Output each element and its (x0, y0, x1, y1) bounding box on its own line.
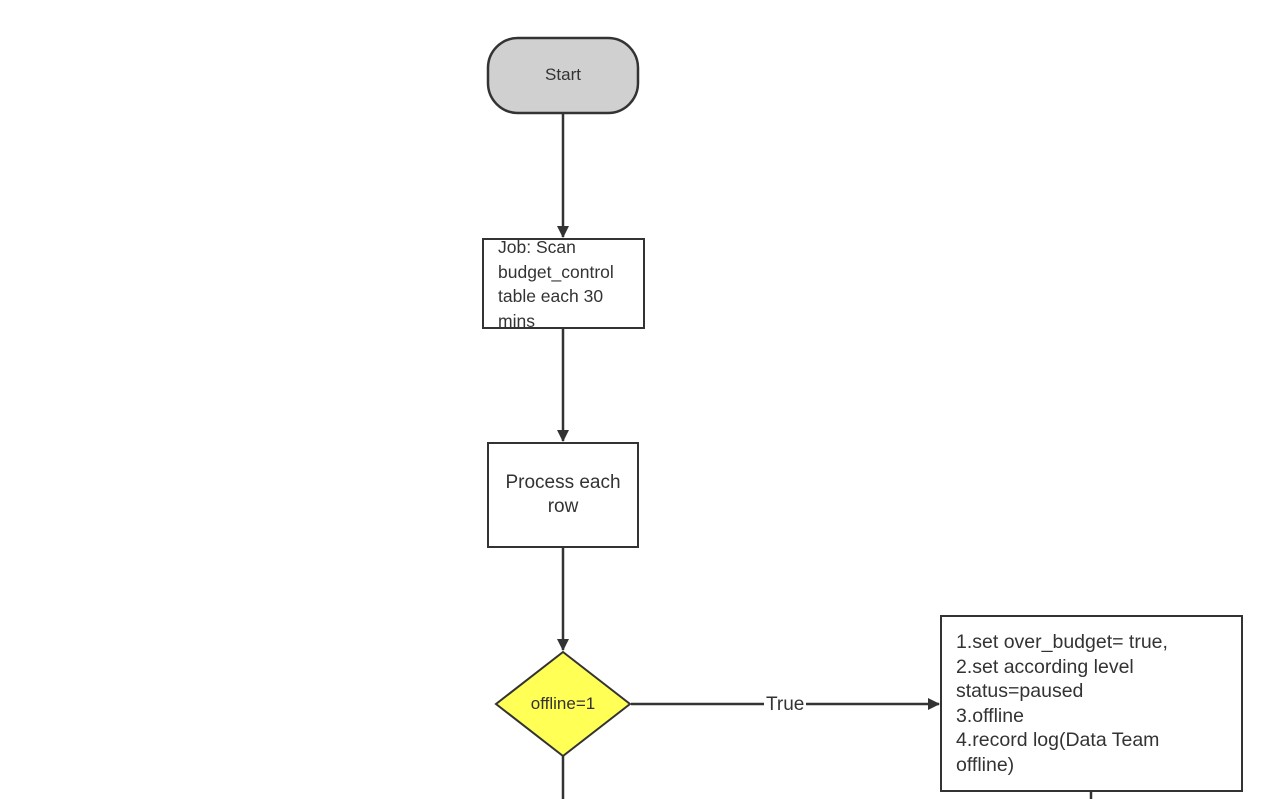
action-label-line: 2.set according level (956, 655, 1134, 678)
process-label-line: Process each (505, 471, 621, 493)
process-label-line: row (547, 496, 579, 517)
start-node[interactable] (486, 36, 640, 115)
decision-label: offline=1 (530, 693, 596, 713)
process-label: Process each row (488, 443, 638, 547)
job-label-line: Job: Scan (498, 237, 576, 257)
job-label-line: mins (498, 310, 535, 331)
action-label-line: 3.offline (956, 704, 1024, 727)
start-label: Start (545, 65, 581, 85)
action-node[interactable] (940, 615, 1243, 792)
job-label-line: budget_control (498, 261, 614, 282)
process-node[interactable] (487, 442, 639, 548)
action-label-line: status=paused (956, 680, 1084, 702)
action-label-line: 4.record log(Data Team (956, 729, 1160, 751)
job-label: Job: Scan budget_control table each 30 m… (498, 235, 644, 333)
job-node[interactable] (482, 238, 645, 329)
decision-node[interactable] (494, 650, 632, 758)
edge-label-true: True (764, 693, 807, 717)
action-label-line: 1.set over_budget= true, (956, 631, 1168, 653)
action-label-line: offline) (956, 753, 1015, 776)
job-label-line: table each 30 (498, 286, 604, 306)
action-label: 1.set over_budget= true, 2.set according… (956, 630, 1236, 777)
